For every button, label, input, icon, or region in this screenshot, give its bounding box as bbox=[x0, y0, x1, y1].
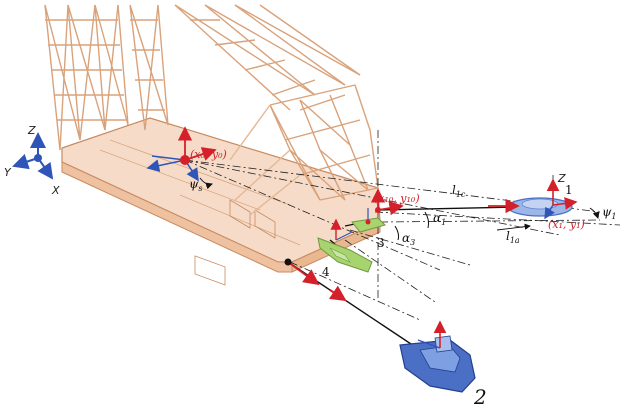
tug-1-number: 1 bbox=[565, 183, 573, 197]
l1c-label: l1c bbox=[452, 183, 466, 199]
fairlead-point: (x₁₀, y₁₀) bbox=[370, 188, 420, 216]
point-10-label: (x₁₀, y₁₀) bbox=[374, 192, 420, 205]
crane-vessel bbox=[61, 117, 381, 286]
axis-label-z: Z bbox=[27, 124, 36, 137]
force-arrows bbox=[284, 198, 520, 302]
annotations: l1c α1 α3 l1a bbox=[394, 183, 531, 247]
tug-3-number: 3 bbox=[377, 236, 385, 250]
vessel-body-axes: (x₀, y₀) ψs bbox=[146, 126, 227, 193]
tug-2: 2 bbox=[399, 320, 487, 409]
tug-3: 3 bbox=[351, 208, 386, 250]
tug-1-position-label: (x₁, y₁) bbox=[548, 218, 585, 231]
tow-line-2 bbox=[287, 261, 421, 351]
vessel-origin-label: (x₀, y₀) bbox=[190, 148, 227, 161]
psi1-label: ψ1 bbox=[602, 205, 617, 221]
global-axes: Z Y X bbox=[4, 124, 60, 197]
l1a-label: l1a bbox=[506, 229, 520, 245]
tug-2-number: 2 bbox=[473, 385, 487, 409]
psi-s-label: ψs bbox=[189, 177, 203, 193]
tug-1-z-label: Z bbox=[557, 172, 566, 185]
tug-4-number: 4 bbox=[322, 265, 330, 279]
crane-lattice bbox=[44, 4, 379, 216]
tow-line-1 bbox=[377, 206, 521, 211]
axis-label-y: Y bbox=[4, 166, 12, 179]
tug-4: 4 bbox=[317, 218, 373, 279]
alpha1-label: α1 bbox=[433, 211, 446, 227]
alpha3-label: α3 bbox=[402, 231, 415, 247]
axis-label-x: X bbox=[51, 184, 60, 197]
tug-1: Z 1 (x₁, y₁) ψ1 bbox=[507, 172, 617, 231]
